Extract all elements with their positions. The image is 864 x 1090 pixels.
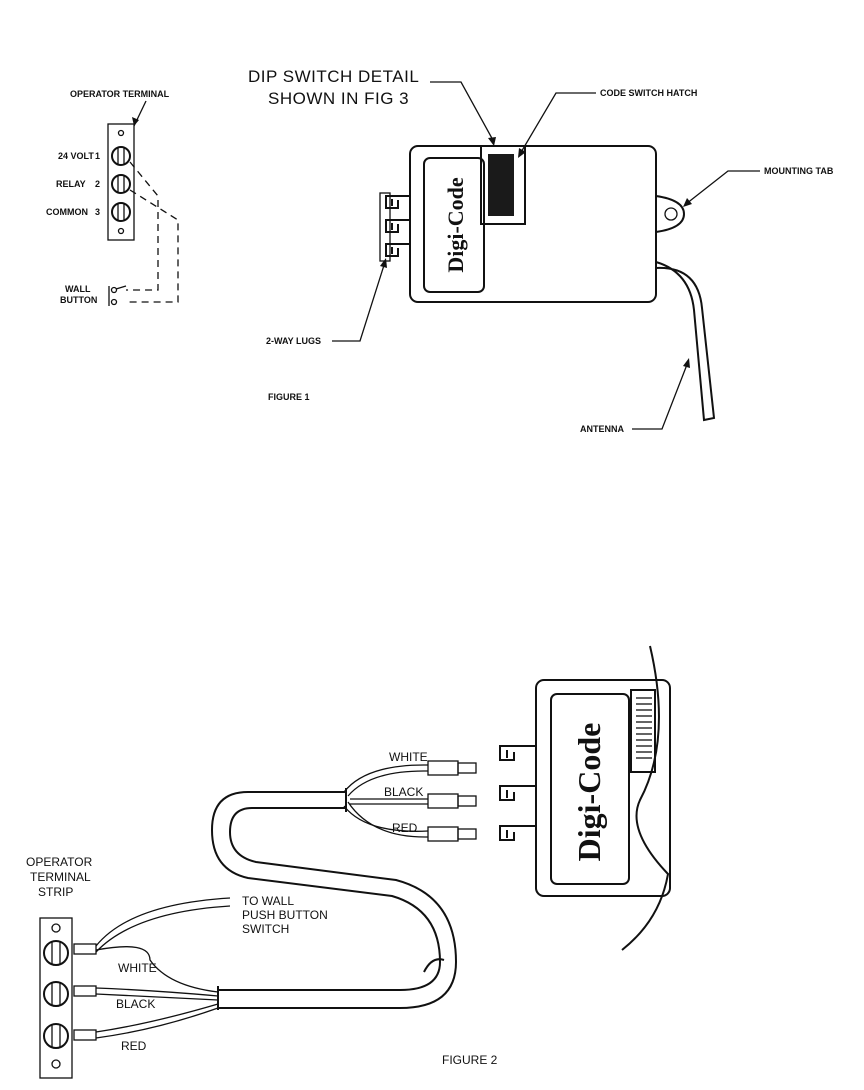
antenna-leader: [632, 362, 688, 429]
antenna-wire: [656, 262, 714, 420]
code-switch-hatch-label: CODE SWITCH HATCH: [600, 88, 697, 98]
terminal-label-24-volt: 24 VOLT: [58, 151, 94, 161]
to-wall-label-line3: SWITCH: [242, 922, 289, 936]
to-wall-label-line2: PUSH BUTTON: [242, 908, 328, 922]
wire-label-white-device: WHITE: [389, 750, 428, 764]
wire-label-red-strip: RED: [121, 1039, 147, 1053]
terminal-number-3: 3: [95, 207, 100, 217]
arrowhead: [380, 258, 387, 268]
antenna-label: ANTENNA: [580, 424, 624, 434]
device-lugs: [500, 746, 536, 840]
terminal-number-1: 1: [95, 151, 100, 161]
wire-connectors: [428, 761, 476, 841]
arrowhead: [488, 137, 496, 146]
dip-detail-leader: [430, 82, 494, 142]
operator-strip-label-line3: STRIP: [38, 885, 73, 899]
dip-switch-detail-line1: DIP SWITCH DETAIL: [248, 67, 419, 86]
terminal-screw-2: [112, 175, 130, 193]
mounting-tab-leader: [686, 171, 760, 204]
two-way-lugs-leader: [332, 262, 385, 341]
arrowhead: [683, 198, 692, 207]
two-way-lugs: [380, 193, 410, 261]
operator-terminal-strip: [40, 918, 96, 1078]
arrowhead: [683, 358, 690, 368]
terminal-number-2: 2: [95, 179, 100, 189]
figure-2-caption: FIGURE 2: [442, 1053, 498, 1067]
wire-label-black-strip: BLACK: [116, 997, 155, 1011]
operator-strip-label-line2: TERMINAL: [30, 870, 91, 884]
figure-2: Digi-Code: [26, 646, 670, 1078]
wall-button-label-line2: BUTTON: [60, 295, 97, 305]
wall-button-label-line1: WALL: [65, 284, 91, 294]
dip-hatch-lines: [636, 698, 652, 758]
operator-strip-label-line1: OPERATOR: [26, 855, 93, 869]
wire-label-black-device: BLACK: [384, 785, 423, 799]
terminal-label-common: COMMON: [46, 207, 88, 217]
wire-label-red-device: RED: [392, 821, 418, 835]
figure-1: OPERATOR TERMINAL 24 VOLT 1 RELAY 2 COMM…: [46, 67, 834, 434]
two-way-lugs-label: 2-WAY LUGS: [266, 336, 321, 346]
mounting-tab-label: MOUNTING TAB: [764, 166, 834, 176]
strip-screw-2: [44, 982, 68, 1006]
receiver-device-fig1: Digi-Code: [380, 146, 714, 420]
figure-1-caption: FIGURE 1: [268, 392, 310, 402]
terminal-label-relay: RELAY: [56, 179, 86, 189]
wire-label-white-strip: WHITE: [118, 961, 157, 975]
strip-wires: [96, 898, 230, 1038]
dip-switch-block: [488, 154, 514, 216]
strip-screw-3: [44, 1024, 68, 1048]
operator-terminal-label: OPERATOR TERMINAL: [70, 89, 170, 99]
mounting-tab: [656, 196, 684, 232]
terminal-screw-1: [112, 147, 130, 165]
device-logo-fig1: Digi-Code: [443, 177, 468, 273]
receiver-device-fig2: Digi-Code: [500, 646, 670, 950]
dip-switch-detail-line2: SHOWN IN FIG 3: [268, 89, 409, 108]
strip-screw-1: [44, 941, 68, 965]
to-wall-label-line1: TO WALL: [242, 894, 294, 908]
wall-button-wiring: [109, 162, 178, 306]
code-switch-hatch-leader: [520, 93, 596, 154]
operator-terminal-block: [108, 124, 134, 240]
terminal-screw-3: [112, 203, 130, 221]
device-logo-fig2: Digi-Code: [571, 723, 607, 862]
